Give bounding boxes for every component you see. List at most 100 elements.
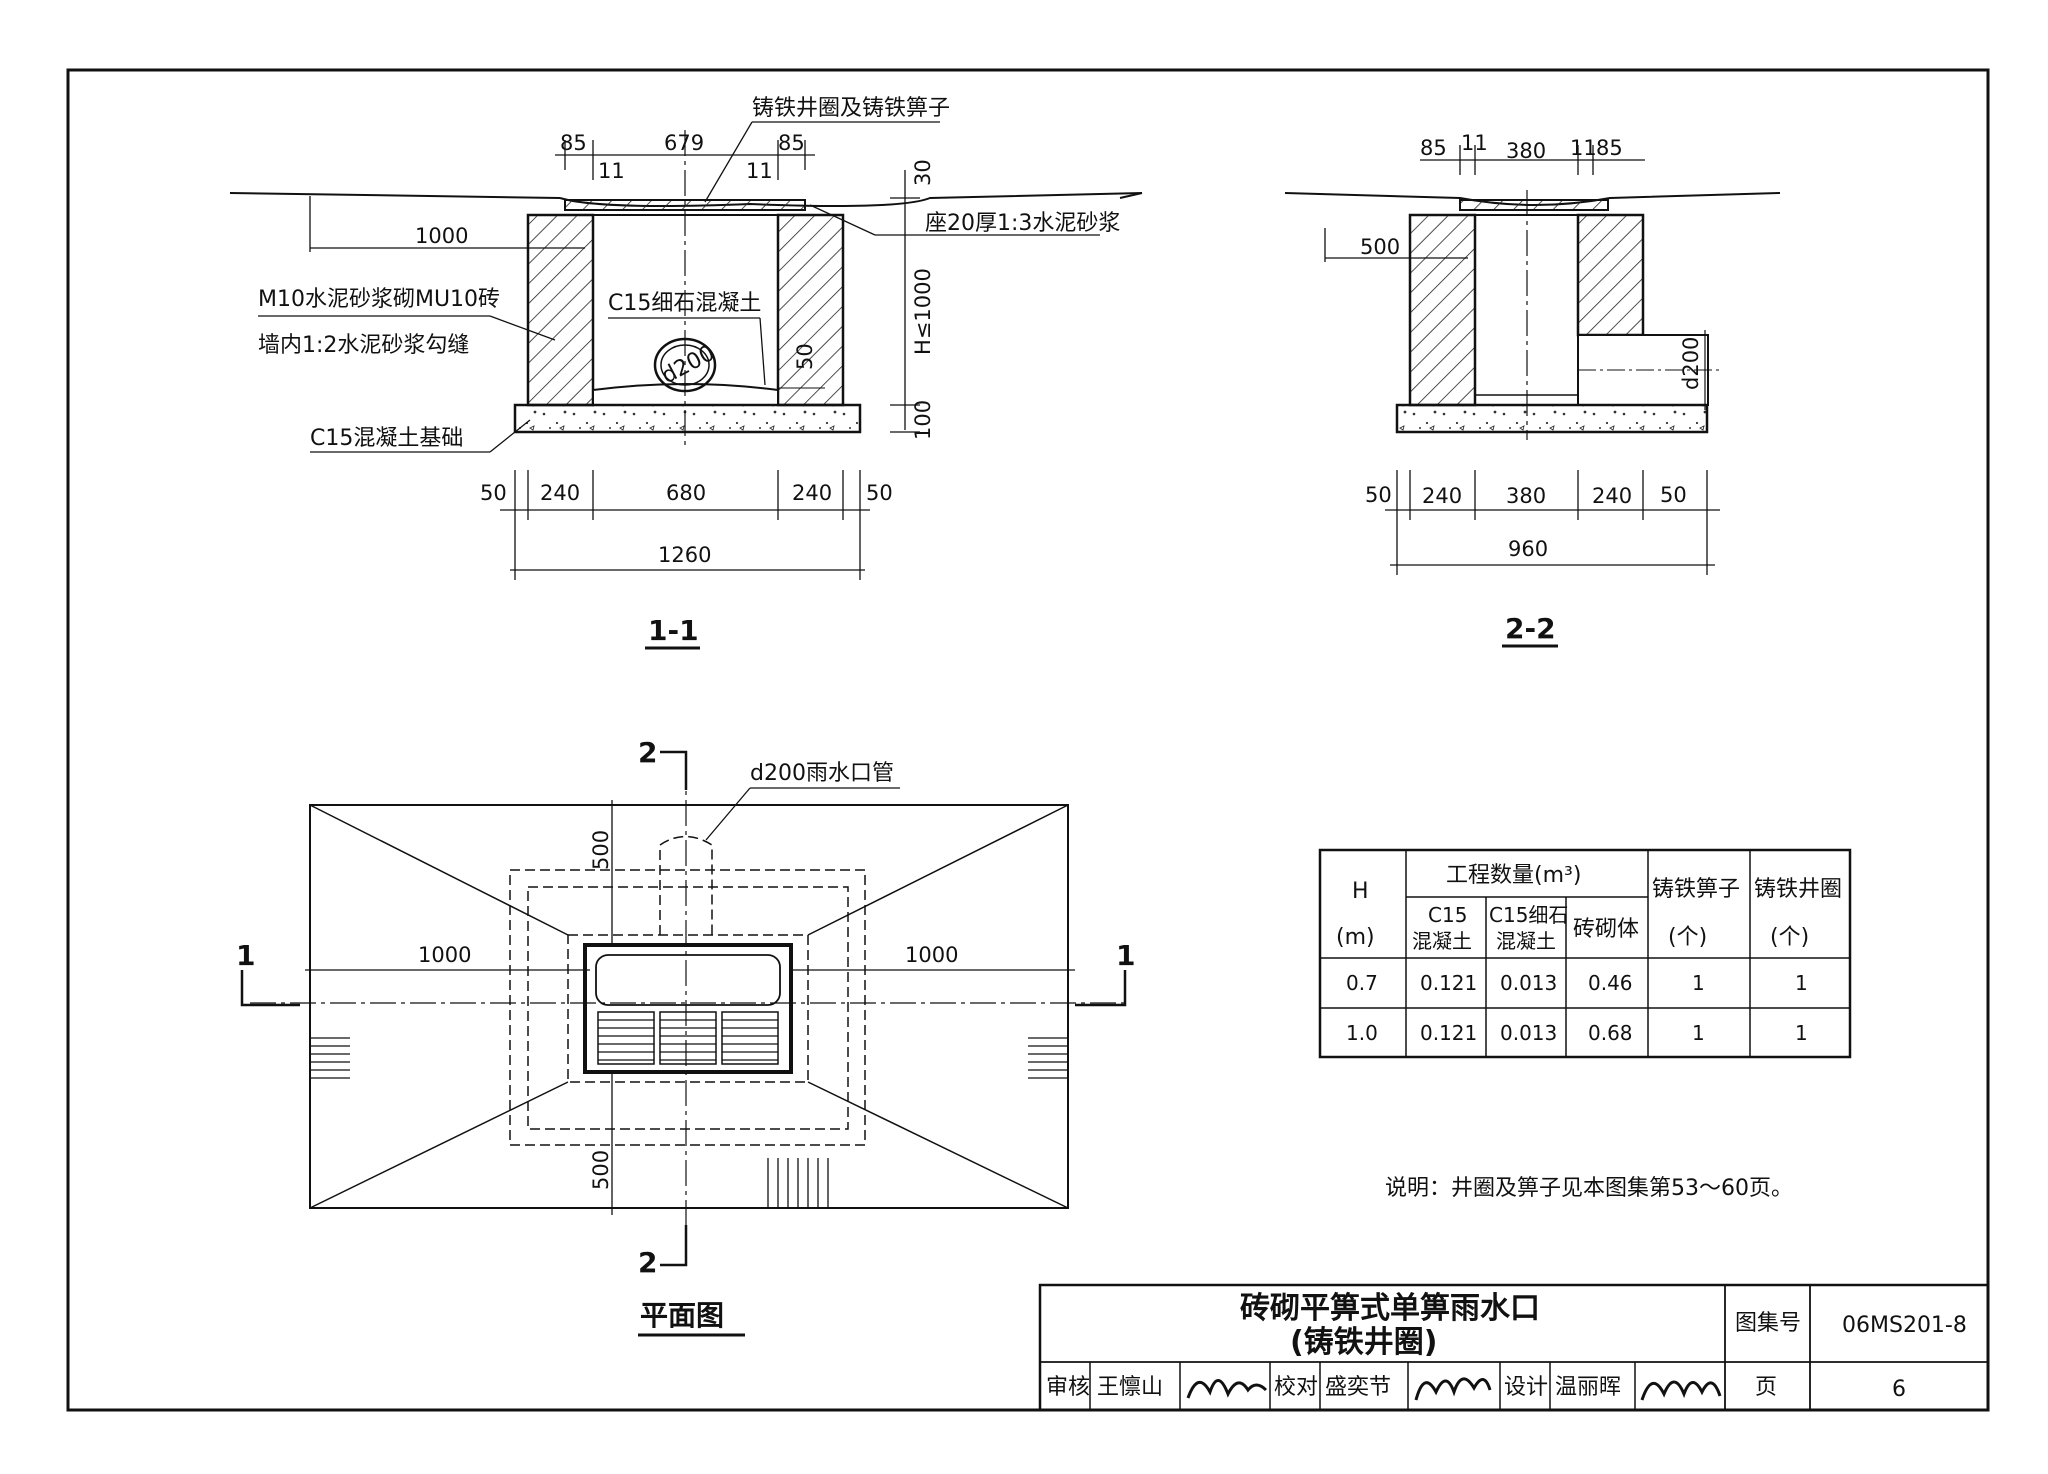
atlas-number: 06MS201-8 [1842, 1313, 1967, 1338]
dim-b50a: 50 [480, 481, 507, 505]
cell-brick: 0.46 [1588, 971, 1633, 995]
dim2-total-960: 960 [1508, 537, 1548, 561]
section-2-caption: 2-2 [1505, 612, 1556, 645]
table-row: 1.0 0.121 0.013 0.68 1 1 [1346, 1021, 1808, 1045]
th-h-unit: (m) [1336, 925, 1375, 950]
plan-dim-left-1000: 1000 [418, 943, 471, 967]
dim2-top-11a: 11 [1461, 131, 1488, 155]
note-text: 说明：井圈及箅子见本图集第53～60页。 [1385, 1176, 1793, 1201]
pipe-label-2: d200 [1679, 337, 1703, 390]
cell-h: 1.0 [1346, 1021, 1378, 1045]
th-grate-unit: (个) [1668, 925, 1707, 950]
section-2-2: d200 85 11 380 11 85 500 50 240 380 240 … [1284, 131, 1781, 648]
cell-ring: 1 [1795, 1021, 1808, 1045]
cut-mark-right: 1 [1116, 939, 1135, 972]
cut-mark-top: 2 [638, 736, 657, 769]
section-1-1: d200 85 679 85 11 11 铸铁井圈及铸铁箅子 30 H≤1000… [229, 96, 1143, 650]
th-ring: 铸铁井圈 [1754, 877, 1842, 902]
designer-name: 温丽晖 [1555, 1375, 1621, 1400]
plan-dim-top-500: 500 [589, 830, 613, 870]
dim-slope-50: 50 [793, 343, 817, 370]
dim2-left-500: 500 [1360, 235, 1400, 259]
dim-left-1000: 1000 [415, 224, 468, 248]
dim2-top-85b: 85 [1596, 136, 1623, 160]
dim-base-100: 100 [911, 400, 935, 440]
dim-b680: 680 [666, 481, 706, 505]
dim-top-679: 679 [664, 131, 704, 155]
base-label: C15混凝土基础 [310, 426, 463, 451]
dim-top-11a: 11 [598, 159, 625, 183]
wall-label-1: M10水泥砂浆砌MU10砖 [258, 287, 500, 312]
plan-outer-rect [309, 804, 1069, 1209]
th-fine-1: C15细石 [1489, 903, 1568, 927]
cut-mark-left: 1 [236, 939, 255, 972]
cell-brick: 0.68 [1588, 1021, 1633, 1045]
dim2-b50b: 50 [1660, 483, 1687, 507]
plan-dim-right-1000: 1000 [905, 943, 958, 967]
th-h: H [1352, 879, 1369, 904]
right-wall [776, 213, 845, 407]
dim2-top-85a: 85 [1420, 136, 1447, 160]
th-fine-2: 混凝土 [1496, 929, 1556, 953]
dim-total-1260: 1260 [658, 543, 711, 567]
design-label: 设计 [1504, 1375, 1548, 1400]
dim-top-85b: 85 [778, 131, 805, 155]
dim2-top-380: 380 [1506, 139, 1546, 163]
dim-b240a: 240 [540, 481, 580, 505]
plan-dim-bottom-500: 500 [589, 1150, 613, 1190]
page-label: 页 [1755, 1375, 1777, 1400]
dim-h1000: H≤1000 [911, 268, 935, 355]
check-label: 校对 [1274, 1375, 1318, 1400]
section-1-caption: 1-1 [648, 614, 699, 647]
cell-fine: 0.013 [1500, 971, 1557, 995]
title-line-1: 砖砌平箅式单箅雨水口 [1240, 1291, 1540, 1326]
dim-b240b: 240 [792, 481, 832, 505]
dim-top-85a: 85 [560, 131, 587, 155]
mortar-label: 座20厚1:3水泥砂浆 [925, 211, 1120, 236]
dim-30: 30 [911, 159, 935, 186]
cell-c15: 0.121 [1420, 971, 1477, 995]
cell-grate: 1 [1692, 971, 1705, 995]
cell-h: 0.7 [1346, 971, 1378, 995]
quantity-table: H (m) 工程数量(m³) C15 混凝土 C15细石 混凝土 砖砌体 铸铁箅… [1318, 848, 1852, 1059]
reviewer-signature [1186, 1379, 1268, 1399]
dim-b50b: 50 [866, 481, 893, 505]
checker-signature [1414, 1377, 1492, 1401]
title-line-2: (铸铁井圈) [1290, 1325, 1437, 1360]
page-number: 6 [1892, 1377, 1906, 1402]
th-brick: 砖砌体 [1573, 917, 1639, 942]
th-group: 工程数量(m³) [1446, 863, 1581, 888]
concrete-base-2 [1395, 403, 1709, 434]
dim2-b380: 380 [1506, 484, 1546, 508]
title-block: 砖砌平箅式单箅雨水口 (铸铁井圈) 图集号 06MS201-8 页 6 审核 王… [1038, 1283, 1990, 1412]
right-wall-2 [1576, 213, 1645, 337]
checker-name: 盛奕节 [1325, 1375, 1391, 1400]
dim2-b50a: 50 [1365, 483, 1392, 507]
atlas-label: 图集号 [1735, 1311, 1801, 1336]
grate-bars [597, 1011, 779, 1065]
wall-label-2: 墙内1:2水泥砂浆勾缝 [258, 333, 469, 358]
designer-signature [1640, 1380, 1722, 1401]
dim-top-11b: 11 [746, 159, 773, 183]
grate-label: 铸铁井圈及铸铁箅子 [752, 96, 950, 121]
dim2-b240b: 240 [1592, 484, 1632, 508]
th-ring-unit: (个) [1770, 925, 1809, 950]
th-grate: 铸铁箅子 [1652, 877, 1740, 902]
dim2-b240a: 240 [1422, 484, 1462, 508]
table-row: 0.7 0.121 0.013 0.46 1 1 [1346, 971, 1808, 995]
plan-grate [583, 943, 793, 1074]
plan-caption: 平面图 [640, 1299, 724, 1332]
cell-ring: 1 [1795, 971, 1808, 995]
left-wall-2 [1408, 213, 1477, 407]
pipe-label: d200 [658, 341, 719, 389]
plan-pipe-label: d200雨水口管 [750, 761, 894, 786]
review-label: 审核 [1046, 1375, 1090, 1400]
fine-concrete-label: C15细石混凝土 [608, 291, 761, 316]
cell-grate: 1 [1692, 1021, 1705, 1045]
cell-c15: 0.121 [1420, 1021, 1477, 1045]
plan-view: 1 1 2 2 d200雨水口管 1000 1000 500 500 平面图 [236, 736, 1135, 1337]
cell-fine: 0.013 [1500, 1021, 1557, 1045]
cut-mark-bottom: 2 [638, 1246, 657, 1279]
left-wall [526, 213, 595, 407]
